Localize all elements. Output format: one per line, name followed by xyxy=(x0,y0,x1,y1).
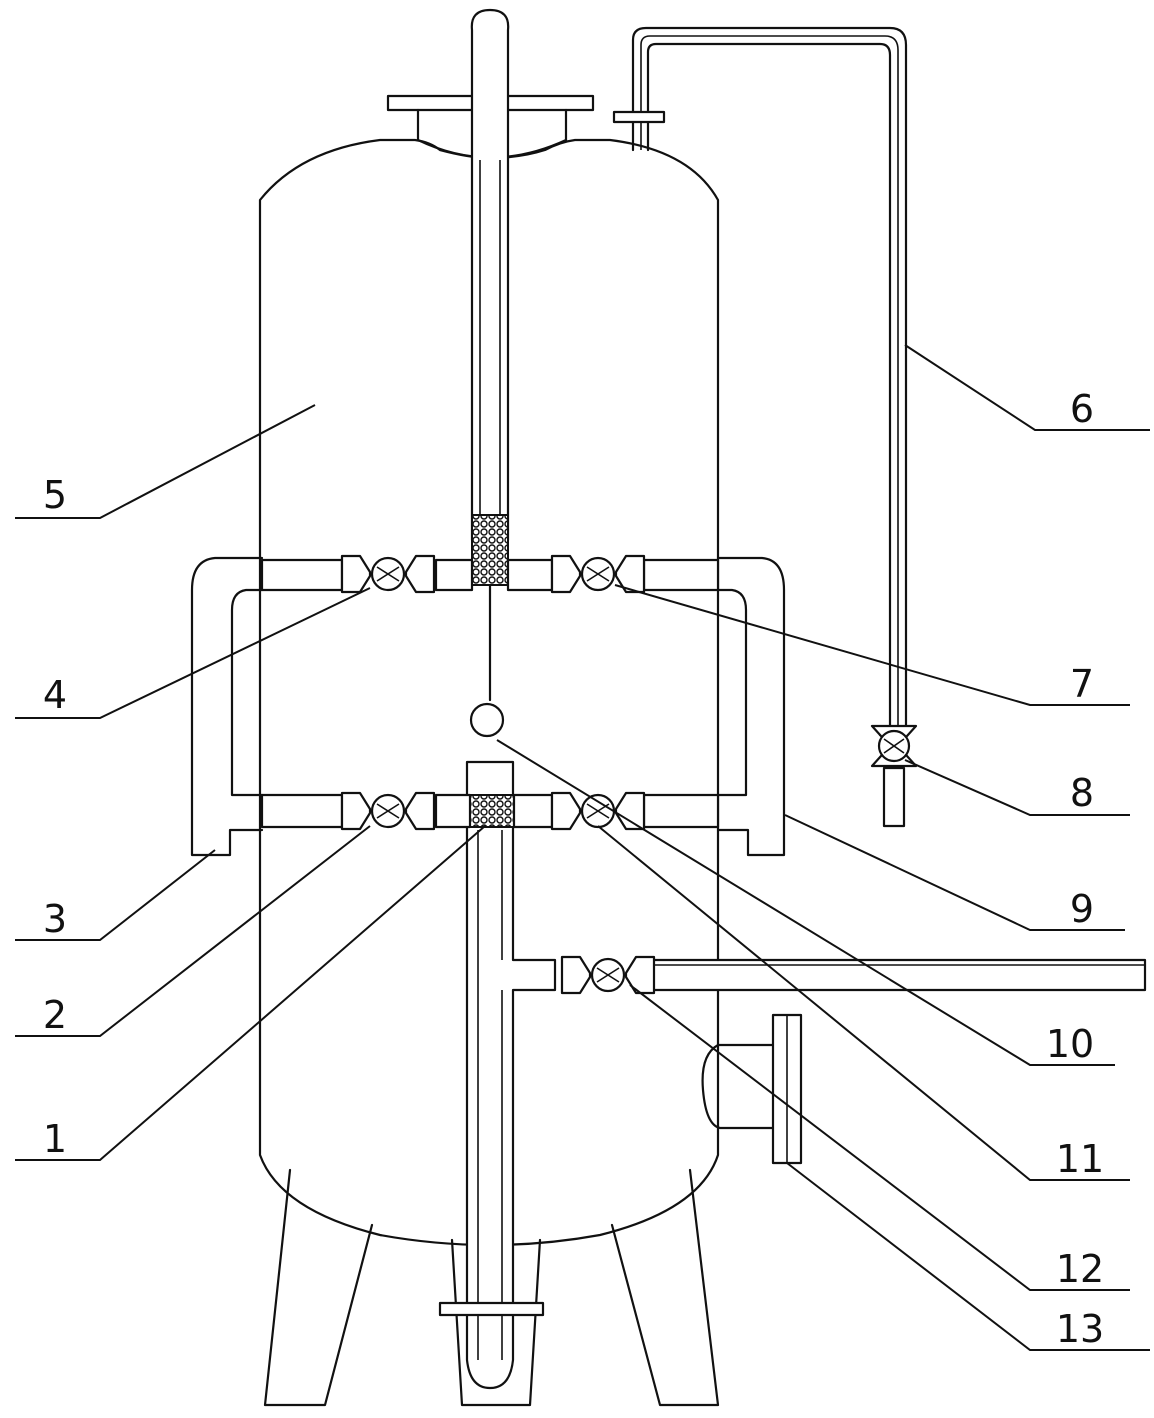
label-5: 5 xyxy=(43,473,67,517)
label-8: 8 xyxy=(1070,771,1094,815)
label-10: 10 xyxy=(1046,1022,1094,1066)
outlet-pipe xyxy=(560,955,1147,995)
part-labels: 5 6 4 7 8 3 9 2 10 1 11 12 13 xyxy=(43,387,1104,1351)
vent-pipe xyxy=(612,26,918,828)
label-4: 4 xyxy=(43,673,67,717)
left-bypass-pipe xyxy=(190,556,264,857)
central-pipe-upper xyxy=(470,8,510,702)
valve-4 xyxy=(340,554,436,594)
upper-strainer xyxy=(471,514,509,586)
float-ball xyxy=(469,702,505,738)
support-legs xyxy=(263,1168,720,1407)
label-1: 1 xyxy=(43,1117,67,1161)
label-3: 3 xyxy=(43,897,67,941)
label-11: 11 xyxy=(1056,1137,1104,1181)
label-7: 7 xyxy=(1070,662,1094,706)
right-bypass-pipe xyxy=(716,556,786,857)
upper-horizontal-pipes xyxy=(260,558,720,592)
valve-7 xyxy=(550,554,646,594)
label-13: 13 xyxy=(1056,1307,1104,1351)
bottom-flange xyxy=(438,1301,545,1317)
label-12: 12 xyxy=(1056,1247,1104,1291)
leader-lines xyxy=(15,344,1150,1351)
label-9: 9 xyxy=(1070,887,1094,931)
label-2: 2 xyxy=(43,993,67,1037)
central-pipe-lower xyxy=(465,760,557,1390)
valve-2 xyxy=(340,791,436,831)
label-6: 6 xyxy=(1070,387,1094,431)
side-manhole-flange xyxy=(701,1013,803,1165)
valve-11 xyxy=(550,791,646,831)
lower-strainer xyxy=(469,794,515,828)
